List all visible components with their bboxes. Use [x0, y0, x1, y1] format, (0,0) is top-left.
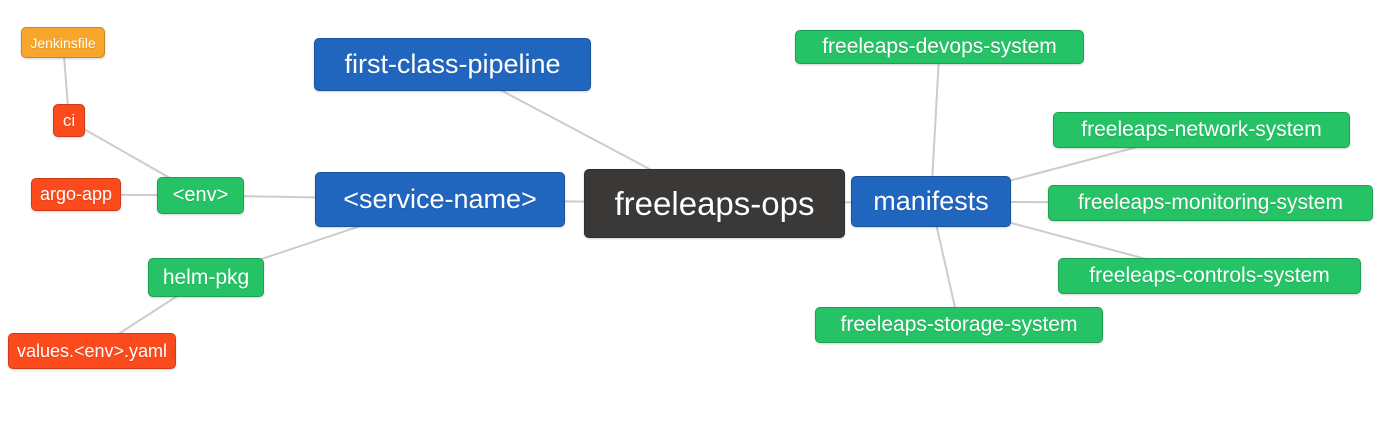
node-manifests[interactable]: manifests	[851, 176, 1011, 227]
node-jenkinsfile[interactable]: Jenkinsfile	[21, 27, 105, 58]
node-ci[interactable]: ci	[53, 104, 85, 137]
node-storage-system[interactable]: freeleaps-storage-system	[815, 307, 1103, 343]
node-values-env-yaml[interactable]: values.<env>.yaml	[8, 333, 176, 369]
node-env[interactable]: <env>	[157, 177, 244, 214]
node-service-name[interactable]: <service-name>	[315, 172, 565, 227]
node-devops-system[interactable]: freeleaps-devops-system	[795, 30, 1084, 64]
node-network-system[interactable]: freeleaps-network-system	[1053, 112, 1350, 148]
node-controls-system[interactable]: freeleaps-controls-system	[1058, 258, 1361, 294]
node-argo-app[interactable]: argo-app	[31, 178, 121, 211]
edge-manifests--devops-system	[930, 46, 941, 202]
node-freeleaps-ops[interactable]: freeleaps-ops	[584, 169, 845, 238]
node-first-class-pipeline[interactable]: first-class-pipeline	[314, 38, 591, 91]
node-helm-pkg[interactable]: helm-pkg	[148, 258, 264, 297]
node-monitoring-system[interactable]: freeleaps-monitoring-system	[1048, 185, 1373, 221]
